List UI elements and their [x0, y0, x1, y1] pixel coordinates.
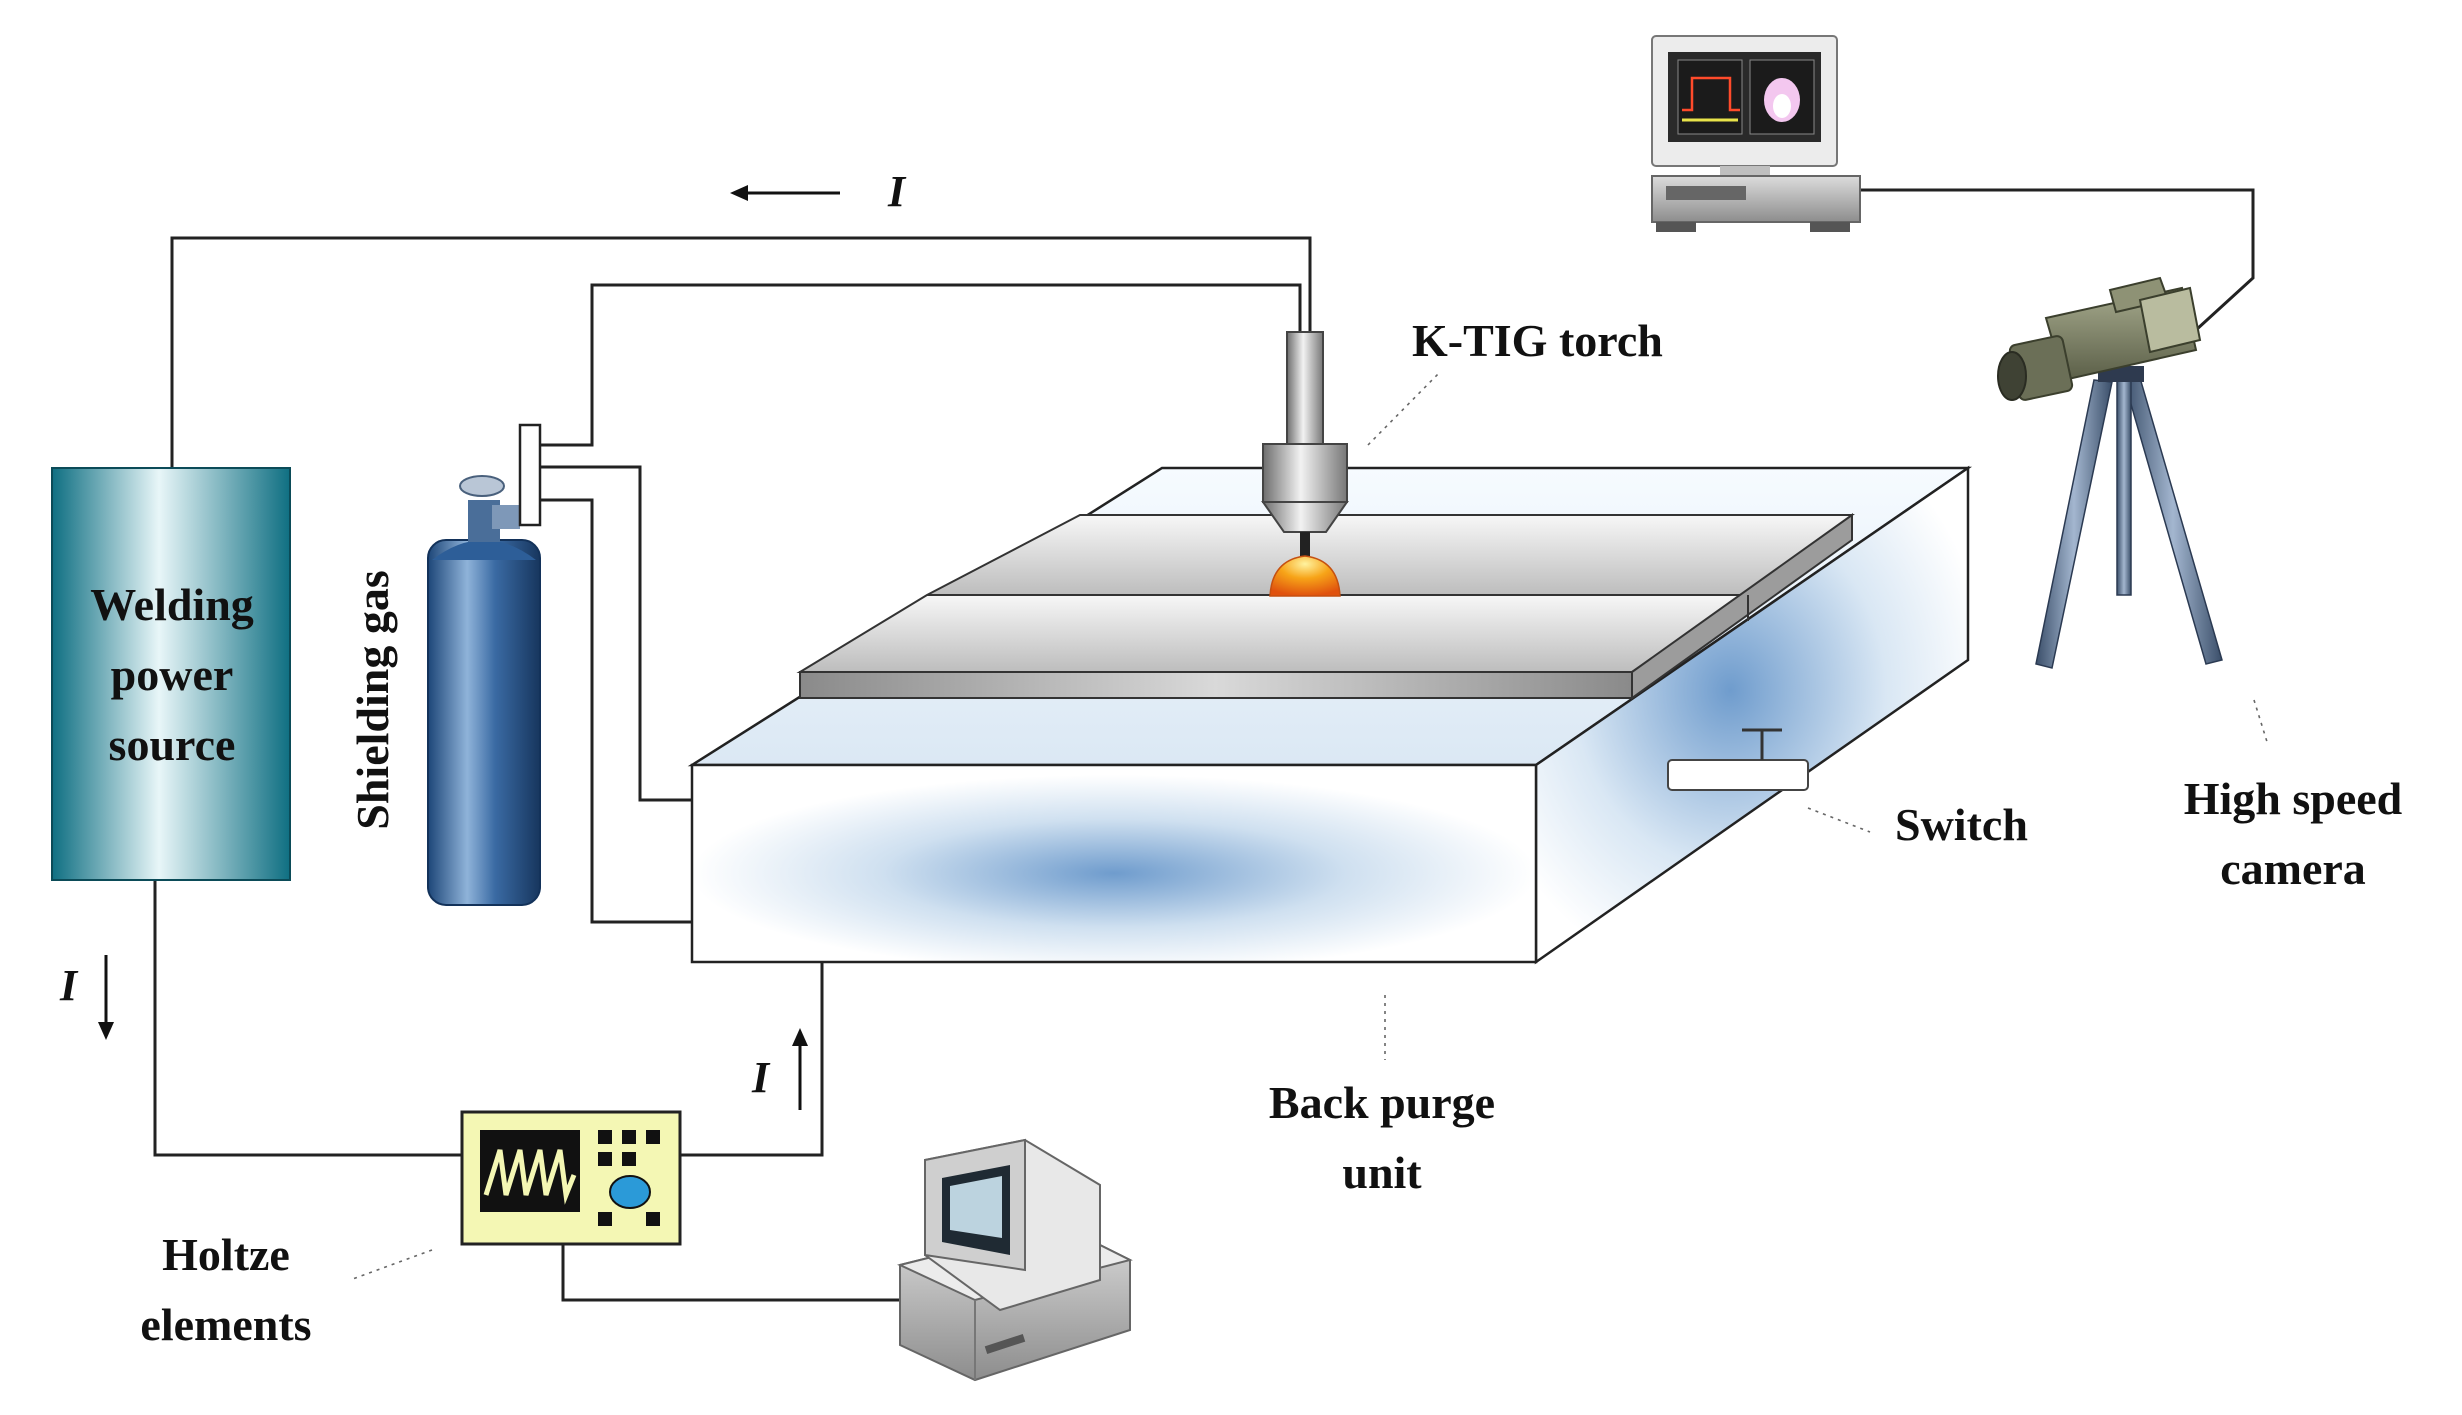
switch-leader-line: [1807, 807, 1871, 833]
power-source-label-line2: power: [111, 649, 234, 700]
current-loop-top-wire: [170, 236, 1312, 468]
torch-leader-line: [1367, 371, 1441, 446]
current-arrow-top: I: [730, 167, 907, 216]
shielding-gas-label: Shielding gas: [347, 570, 398, 830]
switch-label: Switch: [1895, 799, 2028, 850]
welding-arc: [1269, 555, 1341, 597]
power-source-label-line3: source: [109, 719, 236, 770]
workpiece-plates: [796, 513, 1855, 700]
current-arrow-left: I: [59, 955, 114, 1040]
current-label-bottom: I: [751, 1053, 771, 1102]
current-arrow-bottom: I: [751, 1028, 808, 1110]
camera-label-line1: High speed: [2184, 773, 2403, 824]
current-loop-bottom-wire: [153, 880, 900, 1302]
holtze-label-line2: elements: [140, 1299, 311, 1350]
holtze-elements-device: [460, 1110, 682, 1246]
desktop-computer-icon: [897, 1138, 1133, 1382]
shielding-gas-cylinder: [427, 423, 542, 906]
current-label-top: I: [887, 167, 907, 216]
back-purge-label-line2: unit: [1342, 1147, 1422, 1198]
torch-label: K-TIG torch: [1412, 315, 1663, 366]
welding-power-source: Welding power source: [51, 467, 291, 881]
back-purge-label-line1: Back purge: [1269, 1077, 1495, 1128]
current-label-left: I: [59, 961, 79, 1010]
camera-label-line2: camera: [2220, 843, 2366, 894]
k-tig-torch: [1261, 331, 1349, 558]
monitor-with-waveform-icon: [1651, 35, 1861, 232]
camera-cable: [1860, 188, 2255, 332]
video-camera-tripod-icon: [1997, 276, 2223, 669]
holtze-leader-line: [349, 1249, 433, 1281]
holtze-label-line1: Holtze: [162, 1229, 290, 1280]
switch-valve: [1667, 728, 1809, 791]
camera-leader-line: [2253, 699, 2269, 746]
gas-hose: [540, 283, 1302, 924]
power-source-label-line1: Welding: [90, 579, 254, 630]
